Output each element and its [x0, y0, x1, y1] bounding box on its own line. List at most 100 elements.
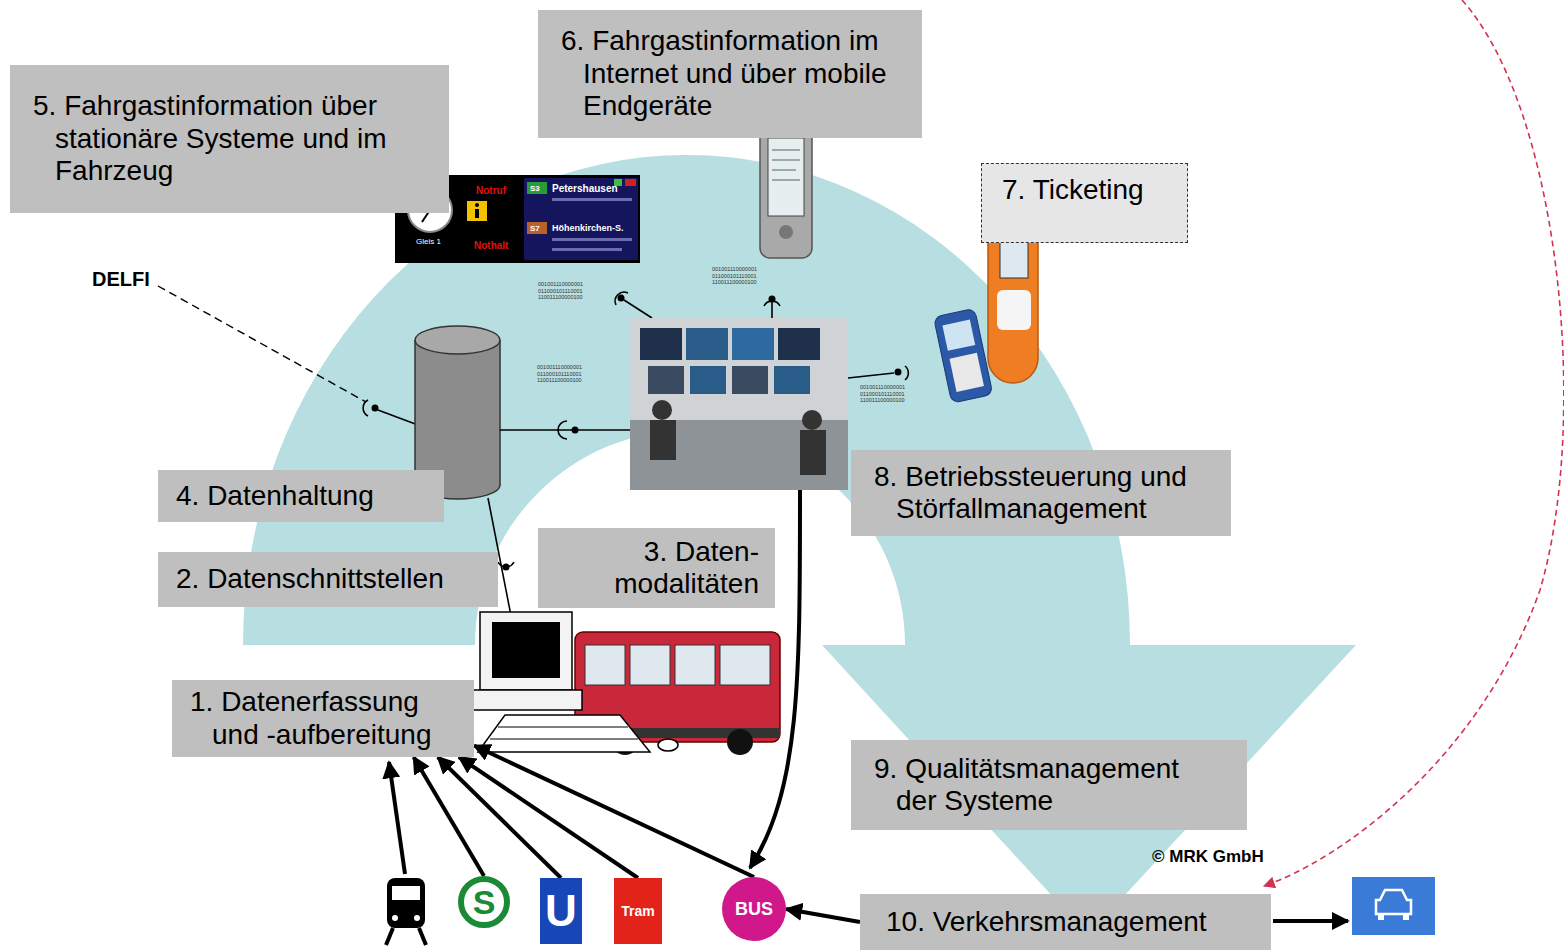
sbahn-icon: S [458, 876, 510, 928]
process-box: 3. Daten- modalitäten [538, 528, 775, 608]
pda-device-part [772, 149, 800, 151]
computer-and-bus-part [720, 645, 770, 685]
ticketing-devices-part-part [949, 353, 983, 392]
interface-links-part [624, 300, 652, 318]
computer-and-bus-part [478, 715, 650, 752]
interface-links-part [848, 373, 894, 378]
box-label: 7. Ticketing [1002, 174, 1175, 206]
train-icon-part [392, 915, 398, 921]
pda-device-part [760, 118, 812, 258]
box-label: 5. Fahrgastinformation über stationäre S… [55, 90, 439, 187]
car-icon-part [1378, 914, 1384, 920]
control-room-photo-part [778, 328, 820, 360]
control-room-photo [630, 318, 848, 490]
control-room-photo-part [690, 366, 726, 394]
station-display-part [552, 198, 632, 201]
control-room-photo-part [802, 410, 822, 430]
box-label: 10. Verkehrsmanagement [886, 906, 1261, 938]
feedback-curve [1264, 0, 1564, 886]
box-label: 8. Betriebssteuerung und Störfallmanagem… [896, 461, 1221, 526]
flow-arrows [389, 490, 1348, 921]
ticketing-devices-part [1000, 238, 1028, 278]
control-room-photo-part [774, 366, 810, 394]
display-text: Nothalt [474, 240, 508, 251]
box-label: 4. Datenhaltung [176, 480, 434, 512]
process-box-dashed: 7. Ticketing [981, 163, 1188, 243]
computer-and-bus-part [630, 645, 670, 685]
copyright-note: © MRK GmbH [1152, 847, 1264, 867]
interface-links-part [905, 366, 908, 380]
interface-links-part [500, 429, 630, 431]
database-cylinder-part [415, 340, 500, 485]
database-cylinder-part [499, 340, 501, 485]
flow-arrows-part [1273, 919, 1348, 923]
car-icon-part [1376, 890, 1411, 914]
computer-and-bus-part [727, 729, 753, 755]
pda-device [760, 118, 812, 258]
socket-dots-part [618, 295, 625, 302]
delfi-link-part [378, 410, 418, 425]
box-label: 1. Datenerfassung und -aufbereitung [212, 686, 464, 751]
display-text: Notruf [476, 185, 506, 196]
flow-arrow [474, 745, 754, 877]
control-room-photo-part [648, 366, 684, 394]
database-cylinder-part [414, 340, 416, 485]
pda-device-part [772, 169, 796, 171]
control-room-photo-part [732, 328, 774, 360]
station-display-part [552, 238, 632, 241]
binary-data: 001001110000001 011000101110001 11001110… [712, 266, 760, 286]
process-box: 10. Verkehrsmanagement [860, 894, 1271, 950]
display-text: S7 [530, 224, 540, 233]
binary-data: 001001110000001 011000101110001 11001110… [537, 364, 585, 384]
car-icon [1352, 877, 1435, 935]
process-box: 4. Datenhaltung [158, 470, 444, 522]
computer-and-bus-part [470, 690, 582, 710]
pda-device-part [768, 138, 804, 216]
station-display-part [475, 203, 479, 207]
car-icon-part [1403, 914, 1409, 920]
ticketing-devices-part [933, 308, 992, 403]
ticketing-devices-part [997, 290, 1031, 330]
process-box: 8. Betriebssteuerung und Störfallmanagem… [851, 450, 1231, 536]
control-room-photo-part [800, 430, 826, 475]
station-display-part [527, 182, 547, 194]
binary-data: 001001110000001 011000101110001 11001110… [538, 281, 586, 301]
computer-and-bus-part [492, 622, 560, 678]
station-display-part [625, 179, 636, 186]
socket-dots-part [503, 564, 510, 571]
control-room-photo-part [630, 318, 848, 490]
socket-dots-part [895, 369, 902, 376]
delfi-link-part [158, 286, 366, 402]
train-icon-part [414, 915, 420, 921]
process-box: 1. Datenerfassung und -aufbereitung [172, 680, 474, 757]
control-room-photo-part [652, 400, 672, 420]
socket-dots-part [769, 296, 776, 303]
control-room-photo-part [686, 328, 728, 360]
database-cylinder-part [415, 326, 500, 354]
ubahn-icon: U [540, 878, 582, 944]
box-label: 9. Qualitätsmanagement der Systeme [896, 753, 1217, 818]
computer-and-bus-part [490, 739, 638, 740]
computer-and-bus-part [585, 645, 625, 685]
station-display-part [475, 209, 479, 218]
train-icon-part [387, 878, 425, 928]
process-box: 2. Datenschnittstellen [158, 552, 498, 607]
process-box: 5. Fahrgastinformation über stationäre S… [10, 65, 449, 213]
interface-links-part [558, 421, 567, 439]
icon-label: U [545, 889, 577, 933]
display-text: Gleis 1 [416, 237, 441, 246]
car-icon-part [1352, 877, 1435, 935]
station-display-part [524, 178, 638, 260]
interface-links-part [615, 292, 628, 305]
process-box: 9. Qualitätsmanagement der Systeme [851, 740, 1247, 830]
icon-label: S [473, 885, 496, 919]
delfi-link-part [363, 400, 368, 416]
pda-device-part [779, 225, 793, 239]
ticketing-devices-part-part [942, 320, 975, 351]
computer-and-bus-part [498, 727, 628, 728]
computer-and-bus-part [480, 612, 572, 690]
delfi-link [158, 286, 418, 425]
pda-device-part [772, 179, 800, 181]
computer-and-bus-part [658, 739, 678, 751]
